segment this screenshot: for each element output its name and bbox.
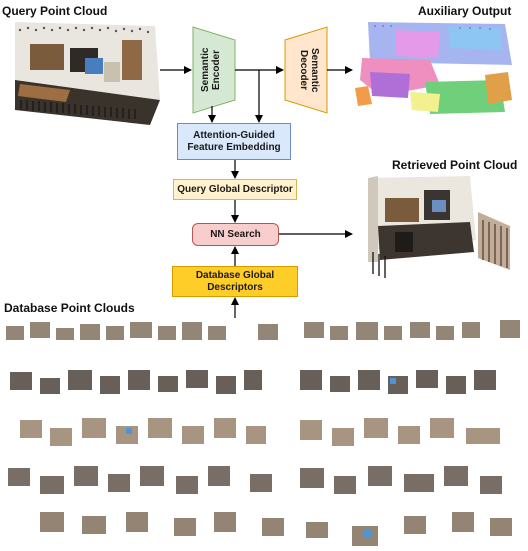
semantic-encoder-block xyxy=(192,26,236,114)
auxiliary-output-label: Auxiliary Output xyxy=(418,4,512,18)
retrieved-point-cloud-label: Retrieved Point Cloud xyxy=(392,158,518,172)
database-point-clouds-label: Database Point Clouds xyxy=(4,301,135,315)
database-point-clouds-image xyxy=(6,320,520,546)
nn-search-block: NN Search xyxy=(192,223,279,246)
semantic-decoder-block xyxy=(284,26,328,114)
auxiliary-output-image xyxy=(355,22,512,114)
query-global-descriptor-block: Query Global Descriptor xyxy=(173,179,297,200)
semantic-decoder-text: Semantic Decoder xyxy=(298,47,320,93)
query-point-cloud-label: Query Point Cloud xyxy=(2,4,108,18)
retrieved-point-cloud-image xyxy=(368,176,510,278)
attention-embedding-block: Attention-Guided Feature Embedding xyxy=(177,123,291,160)
semantic-encoder-text: Semantic Encoder xyxy=(200,47,222,93)
query-point-cloud-image xyxy=(15,22,160,125)
database-global-descriptors-block: Database Global Descriptors xyxy=(172,266,298,297)
